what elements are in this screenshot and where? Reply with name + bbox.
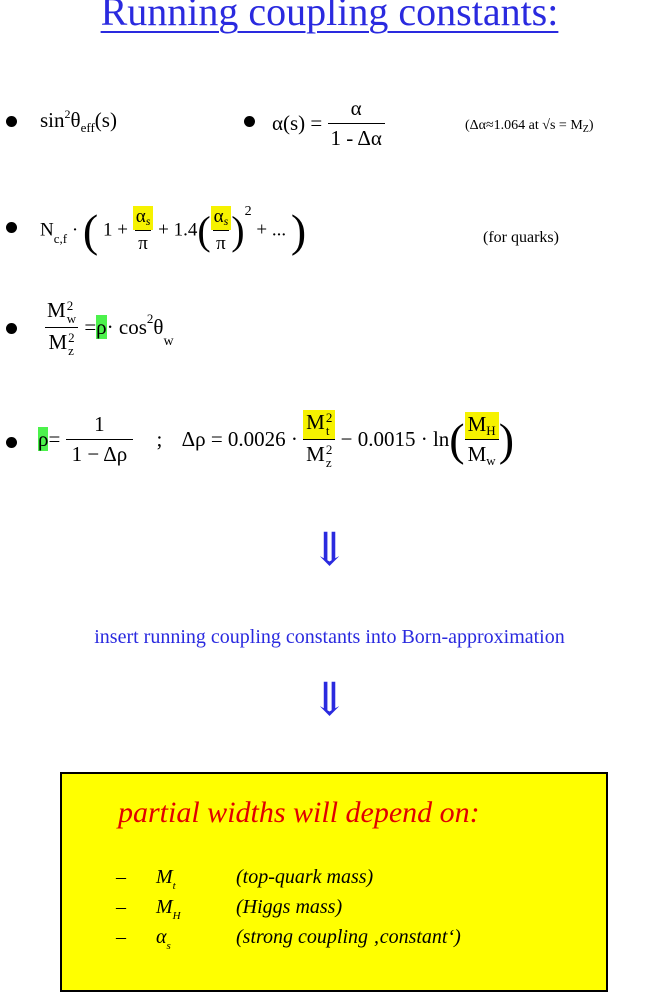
down-double-arrow-icon: ⇓ [310,524,349,575]
partial-widths-box: partial widths will depend on: –Mt(top-q… [60,772,608,992]
page-title: Running coupling constants: [100,0,559,34]
bullet [6,222,17,233]
box-heading: partial widths will depend on: [118,796,480,829]
list-item: –MH(Higgs mass) [116,896,343,922]
quarks-note: (for quarks) [483,229,559,246]
list-item: –αs(strong coupling ‚constant‘) [116,926,461,952]
bullet [6,437,17,448]
list-item: –Mt(top-quark mass) [116,866,374,892]
insert-running-couplings-text: insert running coupling constants into B… [94,626,565,648]
down-double-arrow-icon: ⇓ [310,674,349,725]
bullet [6,116,17,127]
delta-alpha-note: (Δα≈1.064 at √s = MZ) [465,118,594,135]
sin2-theta-eff-expression: sin2θeff(s) [40,107,117,135]
bullet [244,116,255,127]
bullet [6,323,17,334]
